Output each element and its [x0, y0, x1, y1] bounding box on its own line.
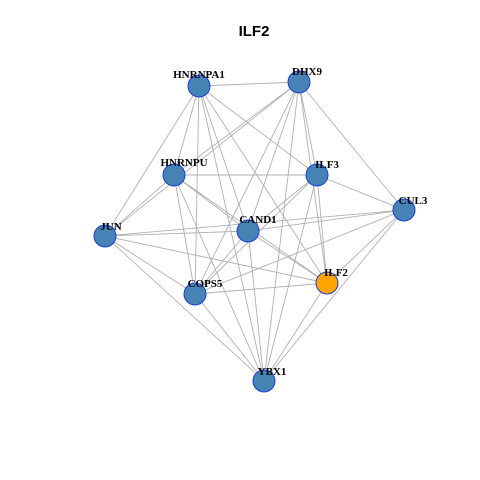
edge-jun-cops5: [104, 235, 196, 295]
edge-jun-ilf2: [104, 235, 328, 284]
node-circle-cand1: [236, 219, 260, 243]
node-circle-ilf2: [315, 271, 339, 295]
edge-hnrnpa1-ilf2: [198, 85, 328, 284]
edge-hnrnpa1-cand1: [198, 85, 249, 232]
node-jun: JUN: [93, 221, 122, 248]
edge-cul3-cops5: [194, 209, 405, 295]
edge-hnrnpa1-ilf3: [198, 85, 318, 176]
edge-cand1-ilf2: [247, 230, 328, 284]
node-dhx9: DHX9: [287, 66, 322, 94]
edge-ilf2-ybx1: [263, 282, 328, 382]
node-label-jun: JUN: [100, 221, 121, 233]
edge-dhx9-cul3: [298, 81, 405, 211]
edge-hnrnpa1-cops5: [194, 85, 200, 295]
node-hnrnpu: HNRNPU: [160, 157, 208, 187]
node-label-hnrnpu: HNRNPU: [160, 157, 207, 169]
node-label-hnrnpa1: HNRNPA1: [173, 69, 225, 81]
node-label-cops5: COPS5: [188, 278, 223, 290]
edge-hnrnpa1-jun: [104, 85, 200, 237]
edge-dhx9-cops5: [194, 81, 300, 295]
node-ilf2: ILF2: [315, 267, 348, 295]
edge-hnrnpu-jun: [104, 174, 175, 237]
node-label-ybx1: YBX1: [258, 366, 287, 378]
edge-hnrnpu-ybx1: [173, 174, 265, 382]
edge-dhx9-ilf3: [298, 81, 318, 176]
node-label-ilf3: ILF3: [315, 159, 339, 171]
edge-cul3-ilf2: [326, 209, 405, 284]
node-cand1: CAND1: [236, 214, 277, 243]
node-label-dhx9: DHX9: [292, 66, 322, 78]
edge-dhx9-cand1: [247, 81, 300, 232]
edge-ilf3-cul3: [316, 174, 405, 211]
node-hnrnpa1: HNRNPA1: [173, 69, 225, 98]
edge-hnrnpa1-hnrnpu: [173, 85, 200, 176]
node-circle-dhx9: [287, 70, 311, 94]
node-label-ilf2: ILF2: [324, 267, 348, 279]
node-circle-ybx1: [252, 369, 276, 393]
edge-jun-cand1: [104, 230, 249, 237]
graph-title: ILF2: [239, 23, 270, 40]
node-label-cul3: CUL3: [399, 195, 428, 207]
node-cul3: CUL3: [392, 195, 428, 222]
node-circle-hnrnpa1: [187, 74, 211, 98]
edge-jun-ybx1: [104, 235, 265, 382]
edge-cul3-cand1: [247, 209, 405, 232]
edge-hnrnpu-cand1: [173, 174, 249, 232]
node-circle-cul3: [392, 198, 416, 222]
node-circle-ilf3: [305, 163, 329, 187]
edge-ilf2-cops5: [194, 282, 328, 295]
edge-dhx9-jun: [104, 81, 300, 237]
edge-dhx9-ybx1: [263, 81, 300, 382]
edge-cops5-ybx1: [194, 293, 265, 382]
node-circle-cops5: [183, 282, 207, 306]
edge-ilf3-ilf2: [316, 174, 328, 284]
node-cops5: COPS5: [183, 278, 223, 306]
edge-cul3-ybx1: [263, 209, 405, 382]
node-circle-hnrnpu: [162, 163, 186, 187]
node-circle-jun: [93, 224, 117, 248]
edge-ilf3-ybx1: [263, 174, 318, 382]
edge-hnrnpa1-ybx1: [198, 85, 265, 382]
edge-cand1-cops5: [194, 230, 249, 295]
edge-ilf3-cand1: [247, 174, 318, 232]
edge-dhx9-hnrnpu: [173, 81, 300, 176]
node-label-cand1: CAND1: [239, 214, 276, 226]
node-ilf3: ILF3: [305, 159, 339, 187]
node-ybx1: YBX1: [252, 366, 287, 393]
edge-hnrnpu-cops5: [173, 174, 196, 295]
edge-cand1-ybx1: [247, 230, 265, 382]
edge-hnrnpa1-dhx9: [198, 81, 300, 87]
